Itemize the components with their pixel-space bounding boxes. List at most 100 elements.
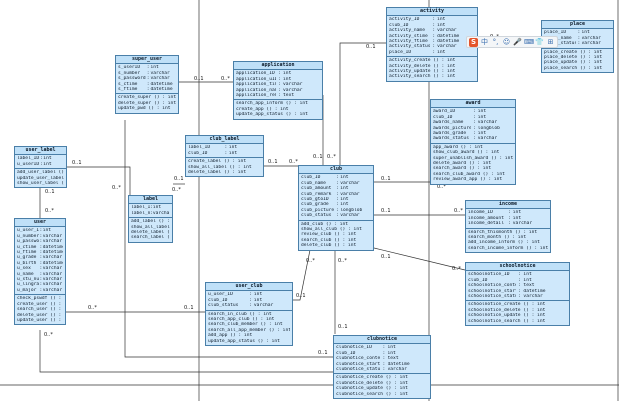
attribute-row: u_lingrade:varchar [17,282,63,287]
multiplicity-label: 0..* [45,208,54,214]
attribute-sep: : [146,87,150,93]
assoc-user-clubnotice [39,330,333,373]
attribute-sep: : [473,109,476,115]
attribute-type: varchar [581,35,601,41]
attribute-sep: : [432,44,436,50]
attribute-type: longblob [340,207,363,213]
attribute-name: u_ctime [17,244,37,250]
method-row: delete_award () : int [433,161,492,167]
attribute-type: varchar [253,303,274,309]
attribute-type: int [437,22,446,28]
attribute-name: u_user_ID [17,228,40,234]
method-row: add_label () : int [131,219,170,225]
attribute-row: application_ID:int [236,71,320,76]
attribute-name: place_ID [389,49,412,55]
method-row: add_income_inform () : int [468,240,540,246]
attribute-name: club_ID [389,22,409,28]
attribute-name: income_amount [468,215,504,221]
attribute-sep: : [518,277,521,283]
method-row: show_all_label () : int [131,224,170,230]
keyboard-icon[interactable]: ⌨ [524,37,535,46]
emoji-icon[interactable]: ☺ [502,37,511,46]
attribute-row: u_password:varchar [17,239,63,244]
method-row: search_income_inform () : int [468,245,548,251]
attribute-sep: : [39,244,43,250]
attribute-name: club_ID [433,114,453,120]
method-row: delete_label () : int [131,230,170,236]
attribute-row: u_sex:varchar [17,266,63,271]
attribute-type: varchar [150,70,170,76]
attribute-name: club_status [301,213,332,219]
attribute-sep: : [278,87,282,93]
attribute-sep: : [473,125,476,131]
class-label[interactable]: labellabel_ID:intlabel_name:varcharadd_l… [128,195,173,243]
attribute-row: clubnotice_ID:int [336,345,428,350]
attribute-sep: : [278,93,282,99]
method-row: add_user_label () : int [17,170,64,176]
skin-icon[interactable]: 👕 [535,37,544,46]
ime-logo-icon[interactable]: S [469,37,478,47]
attribute-sep: : [577,35,581,41]
method-row: add_app () : int [208,333,253,339]
class-title: super_user [116,56,178,65]
attribute-sep: : [473,114,476,120]
attribute-name: club_gtoID [301,197,329,203]
multiplicity-label: 0..* [437,184,446,190]
class-place[interactable]: placeplace_ID:intplace_name:varcharplace… [541,20,614,74]
attribute-name: u_sex [17,266,31,272]
attribute-sep: : [518,272,521,278]
attribute-row: club_picture:longblob [301,208,371,213]
class-title: user_label [15,147,66,156]
attribute-name: club_amount [301,186,332,192]
attribute-row: u_birth:datetime [17,261,63,266]
attribute-name: club_ID [468,277,488,283]
attribute-sep: : [39,239,43,245]
method-row: clubnotice_update () : int [336,386,408,392]
attribute-sep: : [39,271,43,277]
attribute-row: club_ID:int [301,175,371,180]
attribute-sep: : [432,28,436,34]
attribute-row: label_ID:int [131,205,170,210]
attribute-type: datetime [150,81,173,87]
attribute-sep: : [39,228,43,234]
attributes-section: u_user_ID:intu_number:varcharu_password:… [15,227,65,296]
attribute-row: u_ctime:datetime [17,245,63,250]
attribute-row: s_number:varchar [118,71,176,76]
attribute-type: text [523,283,535,289]
attribute-sep: : [432,17,436,23]
voice-icon[interactable]: 🎤 [513,37,522,46]
class-user[interactable]: useru_user_ID:intu_number:varcharu_passw… [14,218,66,326]
punctuation-icon[interactable]: °, [492,37,499,46]
menu-grid-icon[interactable]: ⊞ [547,37,554,46]
attribute-row: u_major:varchar [17,288,63,293]
attribute-name: activity_name [389,28,425,34]
attribute-sep: : [39,260,43,266]
attribute-type: int [581,30,590,36]
attribute-name: schoolnotice_ID [468,272,510,278]
attribute-sep: : [432,39,436,45]
multiplicity-label: 0..1 [296,293,306,299]
attribute-type: int [387,350,396,356]
method-row: place_update () : int [544,60,603,66]
method-row: create_super () : int [118,95,176,101]
attribute-name: schoolnotice_content [468,283,516,289]
attribute-name: awards_name [433,120,464,126]
chinese-mode-icon[interactable]: 中 [481,37,488,46]
